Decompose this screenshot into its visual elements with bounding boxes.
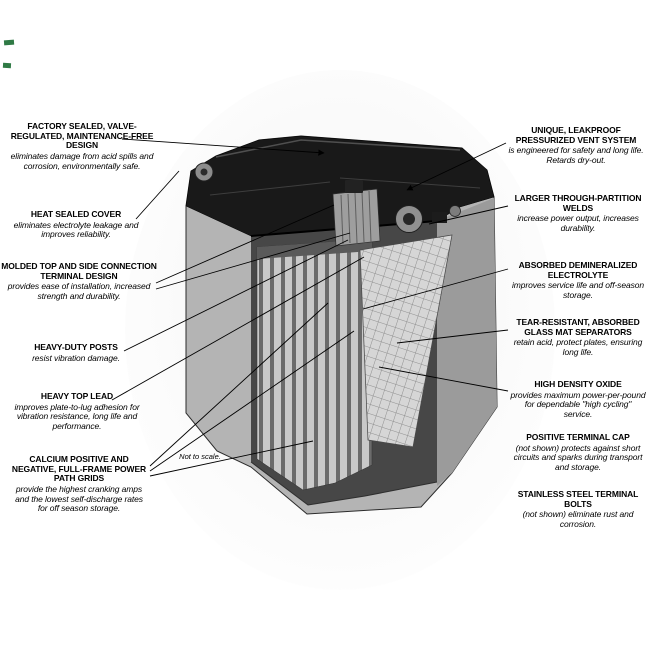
leader-line-heat-sealed-cover (135, 170, 180, 220)
leader-line-molded-terminal-1 (155, 204, 335, 284)
callout-desc: improves service life and off-season sto… (512, 280, 644, 301)
callout-terminal-cap: POSITIVE TERMINAL CAP (not shown) protec… (510, 432, 646, 473)
terminal-post (194, 162, 214, 182)
leader-line-vent-system (406, 142, 507, 191)
case-right-wall (437, 198, 497, 486)
callout-separators: TEAR-RESISTANT, ABSORBED GLASS MAT SEPAR… (510, 317, 646, 358)
scan-artifact (2, 39, 15, 69)
callout-title: STAINLESS STEEL TERMINAL BOLTS (517, 489, 639, 509)
leader-line-partition-welds (428, 205, 509, 225)
callout-desc: provide the highest cranking amps and th… (15, 484, 143, 514)
callout-terminal-bolts: STAINLESS STEEL TERMINAL BOLTS (not show… (510, 489, 646, 530)
callout-title: CALCIUM POSITIVE AND NEGATIVE, FULL-FRAM… (11, 454, 147, 484)
callout-high-density-oxide: HIGH DENSITY OXIDE provides maximum powe… (510, 379, 646, 420)
callout-heat-sealed-cover: HEAT SEALED COVER eliminates electrolyte… (6, 209, 146, 240)
callout-desc: improves plate-to-lug adhesion for vibra… (14, 401, 140, 432)
callout-desc: eliminates electrolyte leakage and impro… (13, 219, 139, 240)
terminal-connection-block (332, 180, 381, 247)
vent-cap (395, 205, 461, 233)
callout-vent-system: UNIQUE, LEAKPROOF PRESSURIZED VENT SYSTE… (506, 125, 646, 166)
callout-desc: increase power output, increases durabil… (517, 213, 639, 234)
callout-calcium-grids: CALCIUM POSITIVE AND NEGATIVE, FULL-FRAM… (10, 454, 148, 514)
not-to-scale-note: Not to scale. (179, 452, 221, 461)
callout-molded-terminal-design: MOLDED TOP AND SIDE CONNECTION TERMINAL … (0, 261, 158, 302)
callout-title: TEAR-RESISTANT, ABSORBED GLASS MAT SEPAR… (516, 317, 640, 337)
leader-line-heavy-duty-posts (123, 239, 349, 352)
callout-desc: is engineered for safety and long life. … (508, 145, 644, 166)
callout-desc: (not shown) eliminate rust and corrosion… (522, 509, 634, 530)
callout-title: UNIQUE, LEAKPROOF PRESSURIZED VENT SYSTE… (515, 125, 637, 145)
callout-desc: (not shown) protects against short circu… (513, 442, 643, 473)
callout-heavy-duty-posts: HEAVY-DUTY POSTS resist vibration damage… (12, 342, 140, 363)
callout-desc: provides ease of installation, increased… (7, 281, 151, 302)
callout-title: MOLDED TOP AND SIDE CONNECTION TERMINAL … (1, 261, 157, 281)
leader-line-calcium-grids-1 (149, 302, 329, 467)
callout-title: HEAT SEALED COVER (30, 209, 122, 219)
callout-electrolyte: ABSORBED DEMINERALIZED ELECTROLYTE impro… (510, 260, 646, 301)
callout-factory-sealed: FACTORY SEALED, VALVE-REGULATED, MAINTEN… (6, 121, 158, 171)
leader-line-molded-terminal-2 (155, 232, 351, 290)
callout-desc: resist vibration damage. (32, 352, 120, 363)
callout-title: HIGH DENSITY OXIDE (534, 379, 622, 389)
callout-title: HEAVY-DUTY POSTS (34, 342, 118, 352)
cover-streak (209, 181, 331, 196)
leader-line-calcium-grids-3 (149, 440, 314, 477)
cover-facet-highlight (215, 139, 461, 158)
callout-title: HEAVY TOP LEAD (40, 391, 114, 401)
callout-title: POSITIVE TERMINAL CAP (526, 432, 630, 442)
callout-heavy-top-lead: HEAVY TOP LEAD improves plate-to-lug adh… (4, 391, 150, 432)
cover-streak (339, 177, 481, 189)
callout-desc: provides maximum power-per-pound for dep… (510, 389, 646, 420)
leader-line-electrolyte (362, 268, 509, 310)
leader-line-calcium-grids-2 (149, 330, 355, 472)
glass-mat-separator (359, 234, 453, 448)
leader-line-separators (396, 329, 509, 344)
leader-line-high-density-oxide (378, 366, 509, 392)
leader-line-factory-sealed (121, 138, 325, 156)
callout-title: LARGER THROUGH-PARTITION WELDS (514, 193, 642, 213)
callout-title: ABSORBED DEMINERALIZED ELECTROLYTE (518, 260, 638, 280)
callout-title: FACTORY SEALED, VALVE-REGULATED, MAINTEN… (10, 121, 154, 151)
callout-desc: eliminates damage from acid spills and c… (10, 151, 154, 171)
case-bottom-edge (250, 461, 438, 506)
callout-partition-welds: LARGER THROUGH-PARTITION WELDS increase … (510, 193, 646, 234)
callout-desc: retain acid, protect plates, ensuring lo… (513, 337, 643, 358)
leader-line-heavy-top-lead (111, 256, 365, 401)
